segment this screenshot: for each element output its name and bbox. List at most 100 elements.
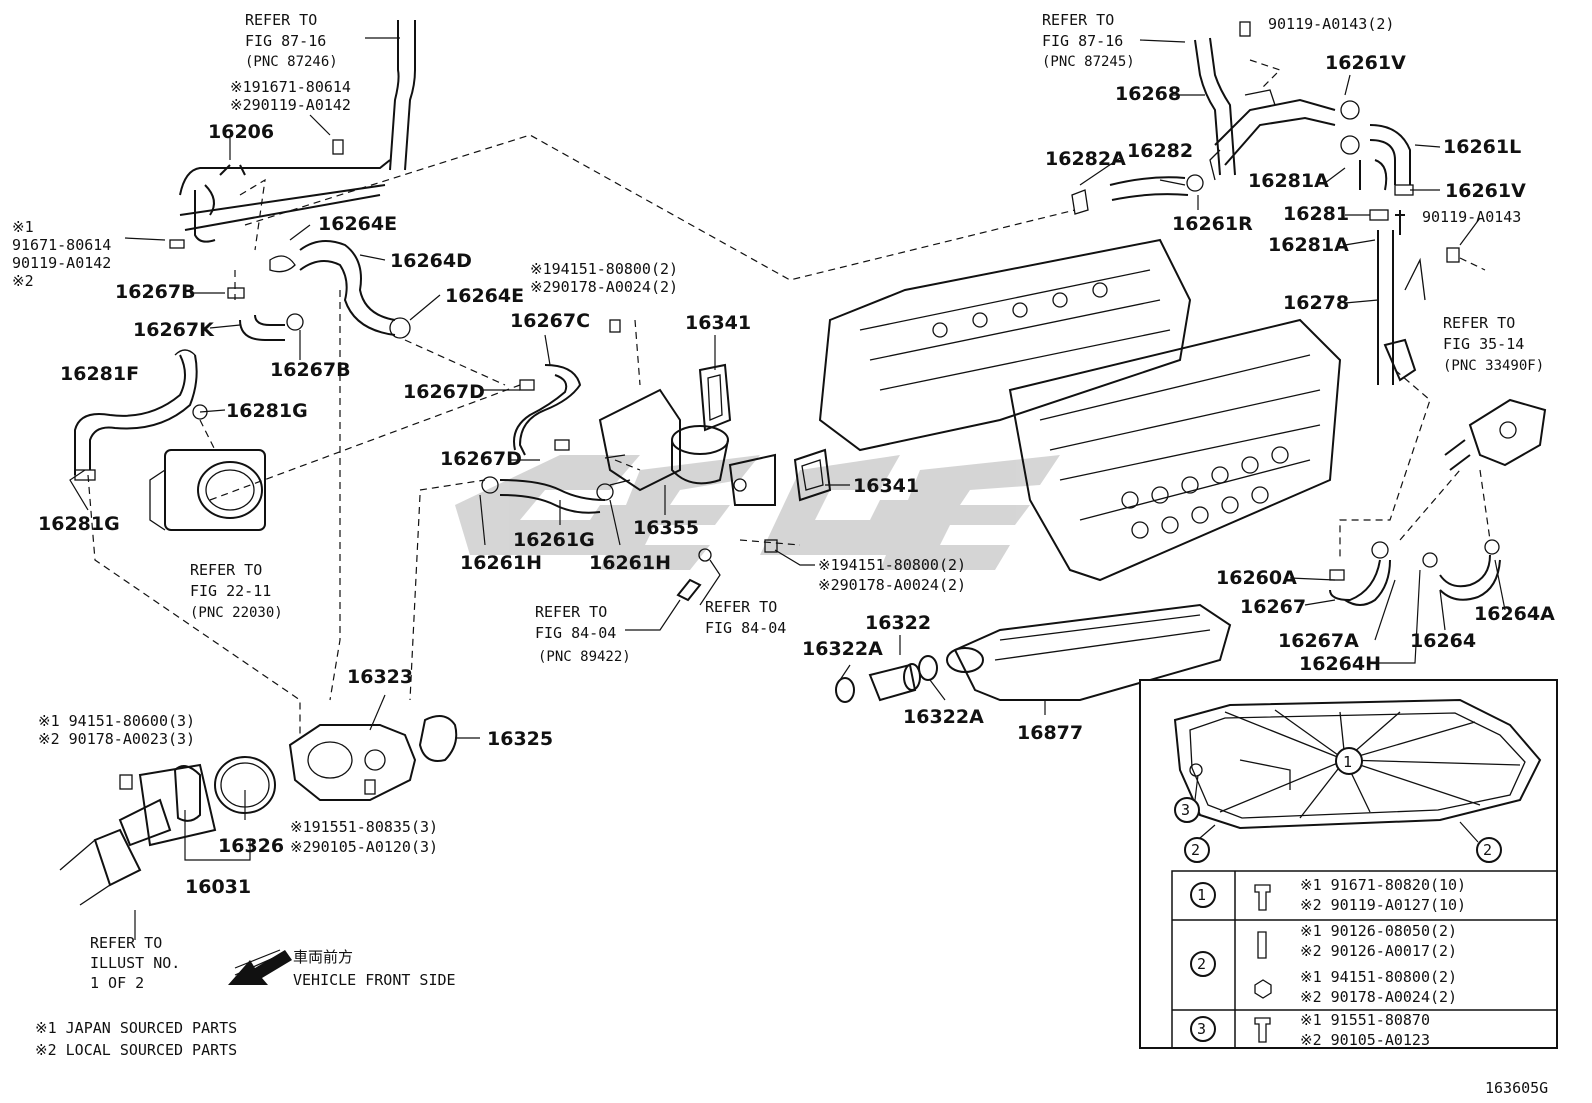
part-16261R: 16261R (1172, 213, 1253, 235)
part-16278: 16278 (1283, 292, 1349, 314)
ref-87-16-b-line2: FIG 87-16 (1042, 32, 1123, 50)
part-16281A: 16281A (1268, 234, 1349, 256)
callout-2-left (1184, 837, 1210, 863)
part-16326: 16326 (218, 835, 284, 857)
callout-3 (1174, 797, 1200, 823)
part-16267B: 16267B (115, 281, 196, 303)
code-thermo-2: ※2 90178-A0023(3) (38, 730, 195, 748)
pipe-16268 (1194, 37, 1336, 181)
part-16341: 16341 (685, 312, 751, 334)
fastener-codes: ※191671-80614 ※290119-A0142 ※1 91671-806… (12, 15, 1521, 856)
part-16261H: 16261H (589, 552, 671, 574)
ref-35-14-line3: (PNC 33490F) (1443, 358, 1544, 374)
ref-illust-line3: 1 OF 2 (90, 974, 144, 992)
code-mid-2: ※290178-A0024(2) (530, 278, 678, 296)
pipe-16206 (179, 159, 391, 243)
legend: 車両前方 VEHICLE FRONT SIDE ※1 JAPAN SOURCED… (35, 948, 1548, 1097)
part-16282A: 16282A (1045, 148, 1126, 170)
code-housing-2: ※290105-A0120(3) (290, 838, 438, 856)
table-row-2-num: 2 (1197, 955, 1206, 973)
water-outlet-16355 (598, 388, 776, 506)
ref-87-16-a-line3: (PNC 87246) (245, 54, 338, 70)
part-16264H: 16264H (1299, 653, 1381, 675)
callout-3-label: 3 (1181, 801, 1190, 819)
ref-22-11-line1: REFER TO (190, 561, 262, 579)
ref-22-11-line2: FIG 22-11 (190, 582, 271, 600)
part-16325: 16325 (487, 728, 553, 750)
table-row-1-code-2: ※2 90119-A0127(10) (1300, 896, 1466, 914)
code-top-left-2: ※290119-A0142 (230, 96, 351, 114)
table-row-2-code-2: ※2 90126-A0017(2) (1300, 942, 1457, 960)
part-labels: 16206 16264E 16264D 16264E 16267B 16267K… (38, 52, 1555, 898)
table-row-2-code-4: ※2 90178-A0024(2) (1300, 988, 1457, 1006)
front-side-jp: 車両前方 (293, 948, 353, 966)
part-16341: 16341 (853, 475, 919, 497)
code-top-left-1: ※191671-80614 (230, 78, 351, 96)
ref-87-16-a-line2: FIG 87-16 (245, 32, 326, 50)
assembly-dashed-lines (87, 59, 1491, 735)
ref-87-16-a-line1: REFER TO (245, 11, 317, 29)
ref-illust-line2: ILLUST NO. (90, 954, 180, 972)
code-left-2a: 90119-A0142 (12, 254, 111, 272)
callout-2-right-label: 2 (1483, 841, 1492, 859)
part-16281A: 16281A (1248, 170, 1329, 192)
part-16322A: 16322A (802, 638, 883, 660)
part-16261V: 16261V (1325, 52, 1406, 74)
part-16281F: 16281F (60, 363, 139, 385)
part-16281: 16281 (1283, 203, 1349, 225)
bolts (119, 21, 1460, 795)
part-16267B: 16267B (270, 359, 351, 381)
code-left-1b: 91671-80614 (12, 236, 111, 254)
callout-1-label: 1 (1343, 753, 1352, 771)
part-16281G: 16281G (226, 400, 308, 422)
part-16877: 16877 (1017, 722, 1083, 744)
ref-35-14-line2: FIG 35-14 (1443, 335, 1524, 353)
part-16031: 16031 (185, 876, 251, 898)
housing-16323 (288, 724, 417, 801)
code-left-1a: ※1 (12, 218, 34, 236)
table-row-3-num: 3 (1197, 1020, 1206, 1038)
engine-block (818, 238, 1342, 582)
table-row-3-code-1: ※1 91551-80870 (1300, 1011, 1430, 1029)
watermark (455, 455, 1060, 570)
front-side-en: VEHICLE FRONT SIDE (293, 971, 456, 989)
ref-84-04-b-line1: REFER TO (705, 598, 777, 616)
part-16264A: 16264A (1474, 603, 1555, 625)
callout-2-left-label: 2 (1191, 841, 1200, 859)
ref-84-04-b-line2: FIG 84-04 (705, 619, 786, 637)
code-mid-1: ※194151-80800(2) (530, 260, 678, 278)
diagram-code: 163605G (1485, 1079, 1548, 1097)
ref-illust-line1: REFER TO (90, 934, 162, 952)
ref-35-14-line1: REFER TO (1443, 314, 1515, 332)
cross-references: REFER TO FIG 87-16 (PNC 87246) REFER TO … (90, 11, 1544, 992)
table-row-1-num: 1 (1197, 886, 1206, 904)
parts-art (59, 20, 1547, 985)
part-16261V: 16261V (1445, 180, 1526, 202)
part-16355: 16355 (633, 517, 699, 539)
ref-87-16-b-line1: REFER TO (1042, 11, 1114, 29)
table-row-2-code-1: ※1 90126-08050(2) (1300, 922, 1457, 940)
part-16281G: 16281G (38, 513, 120, 535)
part-16322A: 16322A (903, 706, 984, 728)
code-left-2b: ※2 (12, 272, 34, 290)
ref-84-04-a-line2: FIG 84-04 (535, 624, 616, 642)
code-right-mid: 90119-A0143 (1422, 208, 1521, 226)
part-16261G: 16261G (513, 529, 595, 551)
part-16267A: 16267A (1278, 630, 1359, 652)
callout-2-right (1476, 837, 1502, 863)
code-housing-1: ※191551-80835(3) (290, 818, 438, 836)
note-japan-sourced: ※1 JAPAN SOURCED PARTS (35, 1019, 237, 1037)
code-mid-4: ※290178-A0024(2) (818, 576, 966, 594)
part-16267C: 16267C (510, 310, 590, 332)
inlet-16877 (946, 603, 1232, 701)
part-16267D: 16267D (403, 381, 485, 403)
thermostat-16031 (118, 763, 217, 847)
code-thermo-1: ※1 94151-80600(3) (38, 712, 195, 730)
part-16260A: 16260A (1216, 567, 1297, 589)
ref-84-04-a-line3: (PNC 89422) (538, 649, 631, 665)
ref-87-16-b-line3: (PNC 87245) (1042, 54, 1135, 70)
code-right-top: 90119-A0143(2) (1268, 15, 1394, 33)
table-row-1-code-1: ※1 91671-80820(10) (1300, 876, 1466, 894)
